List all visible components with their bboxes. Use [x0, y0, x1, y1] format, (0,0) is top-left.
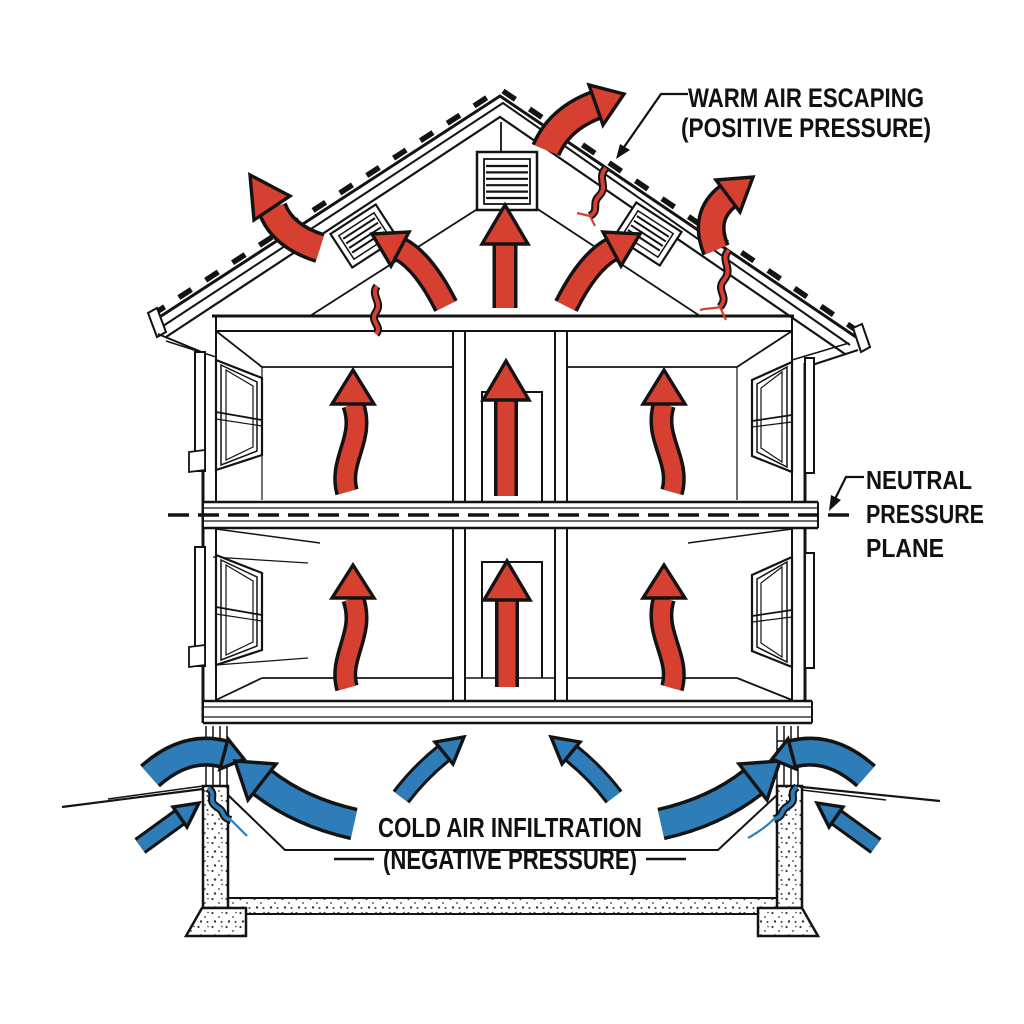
roof-leak-crack-attic: [370, 283, 383, 337]
label-neutral-line3: PLANE: [866, 533, 944, 563]
central-shaft-walls-top: [452, 331, 568, 502]
cold-air-crack-arrow-right: [814, 800, 882, 854]
cold-air-main-arrow-left: [232, 759, 358, 841]
foundation-crack-left: [205, 784, 248, 837]
label-warm-air-line2: (POSITIVE PRESSURE): [681, 113, 931, 143]
shaft-opening-bottom: [481, 561, 543, 678]
eave-cap-right: [851, 322, 872, 354]
warm-air-shaft-arrow-top: [480, 357, 532, 496]
slope-vent-left-icon: [328, 202, 400, 270]
warm-air-room-arrow-top-left: [328, 366, 378, 496]
roof-fascia-line: [159, 101, 851, 346]
warm-air-shaft-arrow-bottom: [481, 557, 533, 687]
soffit-left: [157, 333, 205, 354]
warm-air-escape-arrow-left: [248, 172, 326, 263]
cold-air-crack-arrow-left: [134, 800, 202, 854]
label-neutral-line1: NEUTRAL: [866, 465, 972, 495]
cold-air-floor-arrow-left: [392, 734, 467, 804]
footing-right: [756, 906, 821, 938]
cold-air-floor-arrow-right: [548, 734, 623, 804]
roof-outer-edge: [154, 94, 857, 339]
roof-leak-crack-right: [699, 247, 733, 321]
leader-warm-air: [616, 92, 688, 159]
gable-vent-icon: [475, 150, 539, 212]
warm-air-attic-arrow-right: [554, 230, 643, 312]
foundation-crack-right: [747, 783, 800, 839]
basement: [183, 784, 821, 938]
cold-air-sill-band-right: [769, 735, 876, 788]
label-neutral-line2: PRESSURE: [866, 499, 984, 529]
attic: [212, 122, 794, 332]
window-left-top: [188, 351, 264, 474]
warm-air-attic-arrow-left: [369, 230, 458, 312]
eave-cap-left: [146, 306, 168, 339]
label-cold-air-line1: COLD AIR INFILTRATION: [378, 812, 642, 843]
label-cold-air-line2: (NEGATIVE PRESSURE): [383, 844, 637, 875]
warm-air-room-arrow-bottom-right: [639, 561, 689, 692]
roof-leak-crack-ridge: [576, 165, 610, 227]
basement-slab: [202, 897, 803, 915]
first-floor-band: [202, 699, 813, 725]
shingles-left: [150, 88, 499, 318]
warm-air-attic-arrow-center: [479, 201, 531, 308]
cold-air-main-arrow-right: [657, 759, 783, 841]
top-floor-rooms: [215, 330, 793, 502]
footing-left: [183, 906, 248, 938]
warm-air-room-arrow-top-right: [639, 366, 689, 496]
warm-air-escape-arrow-top: [531, 82, 627, 157]
warm-air-escape-arrow-right: [696, 175, 756, 256]
label-warm-air-line1: WARM AIR ESCAPING: [688, 83, 924, 113]
grade-line-left: [61, 785, 204, 809]
central-shaft-walls-bottom: [452, 528, 568, 701]
window-left-bottom: [188, 546, 309, 669]
basement-floor-perspective: [227, 794, 778, 851]
window-right-bottom: [750, 552, 815, 669]
window-right-top: [750, 357, 815, 474]
cold-air-sill-band-left: [140, 735, 247, 788]
leader-neutral-pressure: [829, 475, 864, 511]
grade-line-right: [801, 785, 941, 803]
bottom-floor-rooms: [215, 528, 793, 701]
warm-air-room-arrow-bottom-left: [328, 561, 378, 692]
